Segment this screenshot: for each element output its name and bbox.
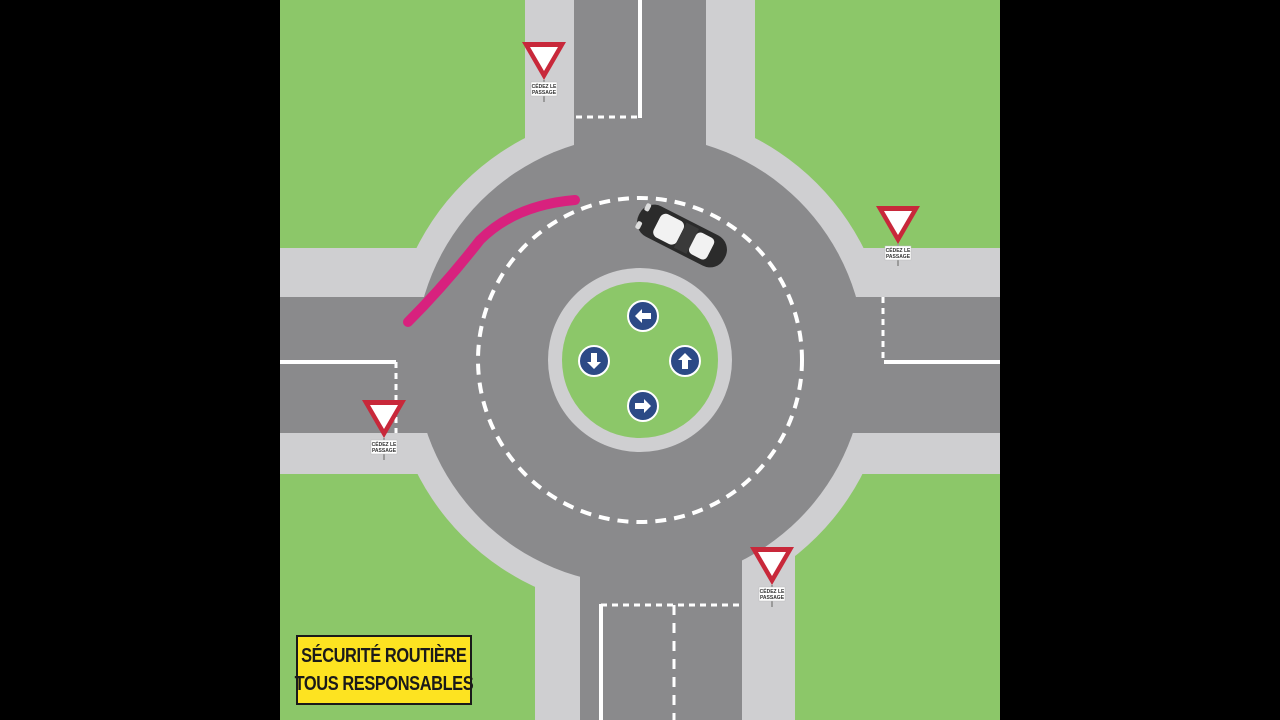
logo-line-1: SÉCURITÉ ROUTIÈRE — [301, 645, 467, 667]
securite-routiere-logo: SÉCURITÉ ROUTIÈRE TOUS RESPONSABLES — [294, 635, 474, 705]
road-markings — [280, 0, 1000, 720]
yield-sign-icon: CÉDEZ LE PASSAGE — [362, 400, 406, 460]
logo-line-2: TOUS RESPONSABLES — [294, 673, 474, 695]
center-arrows — [578, 300, 701, 422]
roundabout-scene: CÉDEZ LE PASSAGE CÉDEZ LE PASSAGE CÉDEZ … — [280, 0, 1000, 720]
sign-label-bottom: PASSAGE — [532, 90, 557, 96]
sign-label-top: CÉDEZ LE — [372, 440, 397, 448]
central-island-grass — [562, 282, 718, 438]
sign-label-top: CÉDEZ LE — [532, 82, 557, 90]
car-icon — [635, 203, 727, 268]
arrow-right-icon — [627, 390, 659, 422]
yield-sign-icon: CÉDEZ LE PASSAGE — [750, 547, 794, 607]
sign-label-bottom: PASSAGE — [760, 595, 785, 601]
arrow-down-icon — [578, 345, 610, 377]
sign-label-top: CÉDEZ LE — [886, 246, 911, 254]
car-trail — [403, 195, 580, 327]
yield-sign-icon: CÉDEZ LE PASSAGE — [876, 206, 920, 266]
yield-sign-icon: CÉDEZ LE PASSAGE — [522, 42, 566, 102]
arrow-up-icon — [669, 345, 701, 377]
sign-label-bottom: PASSAGE — [372, 448, 397, 454]
roundabout-dashed-line — [476, 196, 804, 524]
arrow-left-icon — [627, 300, 659, 332]
roundabout-illustration: CÉDEZ LE PASSAGE CÉDEZ LE PASSAGE CÉDEZ … — [280, 0, 1000, 720]
sign-label-bottom: PASSAGE — [886, 254, 911, 260]
sign-label-top: CÉDEZ LE — [760, 587, 785, 595]
